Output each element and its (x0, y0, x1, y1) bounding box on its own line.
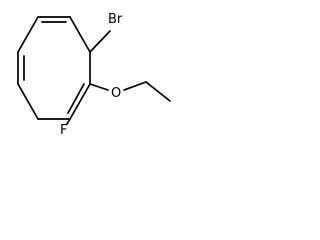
ring-bond-upper-right (69, 16, 91, 53)
ethyl-carbon-bond (145, 81, 171, 102)
ring-bond-lower-right (69, 83, 91, 120)
bromine-label: Br (108, 12, 123, 27)
molecule-structure: Br O F (17, 12, 171, 138)
oxygen-ethyl-bond (123, 81, 147, 91)
bromine-bond (89, 30, 111, 53)
ether-oxygen-bond (89, 83, 109, 91)
ring-bond-lower-left (17, 83, 39, 120)
fluorine-bond (66, 118, 71, 125)
fluorine-label: F (60, 123, 67, 138)
ring-bond-upper-left (17, 16, 39, 53)
benzene-ring (17, 16, 91, 120)
aromatic-double-bond-lower-right (67, 83, 85, 114)
oxygen-label: O (111, 86, 121, 101)
